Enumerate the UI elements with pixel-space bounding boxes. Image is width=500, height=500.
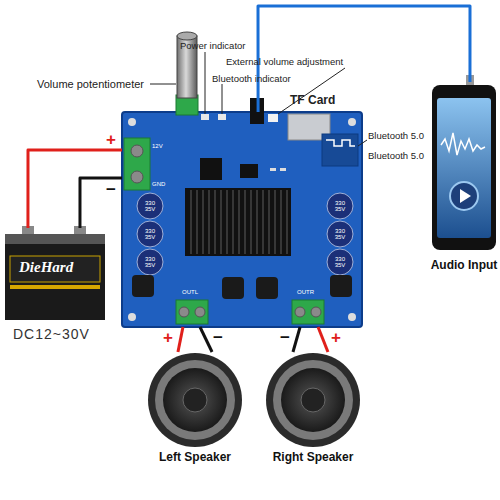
speaker: Right Speaker: [258, 352, 368, 467]
wire: [293, 327, 300, 352]
annotation-label: GND: [152, 181, 165, 187]
polarity-label: +: [163, 328, 173, 348]
volume-header: [268, 114, 278, 122]
battery-top: [5, 234, 105, 244]
battery-body: [5, 236, 105, 320]
play-icon: [460, 189, 471, 203]
dust-cap: [183, 388, 207, 412]
annotation-label: Power indicator: [180, 40, 245, 51]
annotation-label: Bluetooth 5.0: [368, 130, 424, 141]
annotation-label: OUTL: [182, 289, 198, 295]
play-button: [450, 182, 478, 210]
speaker: Left Speaker: [140, 352, 250, 467]
power-terminal: [124, 138, 150, 190]
speaker-surround: [273, 360, 353, 440]
annotation-label: 330 35V: [332, 228, 348, 240]
annotation-label: Bluetooth 5.0: [368, 150, 424, 161]
node-text: TF Card: [290, 93, 335, 107]
terminal-screw: [295, 307, 305, 317]
inductor: [222, 277, 244, 299]
battery: DieHardDC12~30V: [5, 228, 107, 345]
waveform: [441, 133, 485, 155]
phone-screen: [437, 98, 491, 238]
wire: [318, 327, 328, 352]
leader-line: [150, 84, 176, 85]
leader-line: [222, 84, 223, 114]
speaker-terminal: [292, 300, 324, 324]
node-text: DieHard: [19, 259, 73, 276]
terminal-screw: [131, 171, 143, 183]
heatsink: [185, 188, 291, 256]
annotation-label: 330 35V: [142, 200, 158, 212]
resistor: [270, 168, 276, 171]
capacitor: [327, 221, 353, 247]
annotation-label: Volume potentiometer: [37, 78, 144, 90]
inductor: [132, 275, 154, 297]
mount-hole: [348, 118, 356, 126]
dust-cap: [301, 388, 325, 412]
polarity-label: +: [106, 130, 116, 150]
annotation-label: 330 35V: [332, 256, 348, 268]
inductor: [256, 277, 278, 299]
annotation-label: Bluetooth indicator: [212, 73, 291, 84]
node-text: Left Speaker: [140, 450, 250, 464]
terminal-screw: [179, 307, 189, 317]
chip: [200, 158, 222, 180]
speaker-frame: [266, 353, 360, 447]
phone-body: [432, 85, 496, 250]
mount-hole: [128, 313, 136, 321]
heatsink-fins: [191, 190, 287, 254]
bluetooth-led: [218, 114, 226, 120]
polarity-label: +: [331, 328, 341, 348]
capacitor: [137, 193, 163, 219]
terminal-screw: [311, 307, 321, 317]
speaker-surround: [155, 360, 235, 440]
capacitor: [137, 221, 163, 247]
antenna-trace: [326, 140, 355, 146]
annotation-label: 330 35V: [142, 228, 158, 240]
speaker-frame: [148, 353, 242, 447]
chip: [240, 164, 258, 178]
bluetooth-module: [322, 134, 358, 166]
mount-hole: [128, 118, 136, 126]
node-text: Right Speaker: [258, 450, 368, 464]
power-led: [201, 114, 209, 120]
polarity-label: −: [106, 180, 116, 200]
capacitor: [327, 249, 353, 275]
resistor: [280, 168, 286, 171]
annotation-label: External volume adjustment: [226, 56, 343, 67]
wire: [80, 178, 122, 228]
battery-label: [10, 256, 100, 282]
annotation-label: 330 35V: [142, 256, 158, 268]
speaker-cone: [163, 368, 227, 432]
capacitor: [137, 249, 163, 275]
inductor: [330, 275, 352, 297]
terminal-screw: [195, 307, 205, 317]
pcb-board: [122, 112, 362, 327]
terminal-screw: [131, 145, 143, 157]
potentiometer-top: [177, 32, 197, 40]
polarity-label: −: [280, 328, 290, 348]
wire: [178, 327, 183, 352]
annotation-label: 330 35V: [332, 200, 348, 212]
annotation-label: OUTR: [297, 289, 314, 295]
node-text: DC12~30V: [13, 326, 90, 342]
speaker-terminal: [176, 300, 208, 324]
capacitor: [327, 193, 353, 219]
wire: [28, 150, 122, 228]
leader-line: [205, 52, 206, 114]
node-text: Audio Input: [428, 258, 500, 272]
annotation-label: 12V: [152, 143, 163, 149]
battery-stripe: [10, 285, 100, 289]
wire: [200, 327, 212, 352]
phone: Audio Input: [428, 82, 500, 274]
speaker-cone: [281, 368, 345, 432]
leader-line: [358, 140, 367, 146]
polarity-label: −: [213, 328, 223, 348]
mount-hole: [348, 313, 356, 321]
